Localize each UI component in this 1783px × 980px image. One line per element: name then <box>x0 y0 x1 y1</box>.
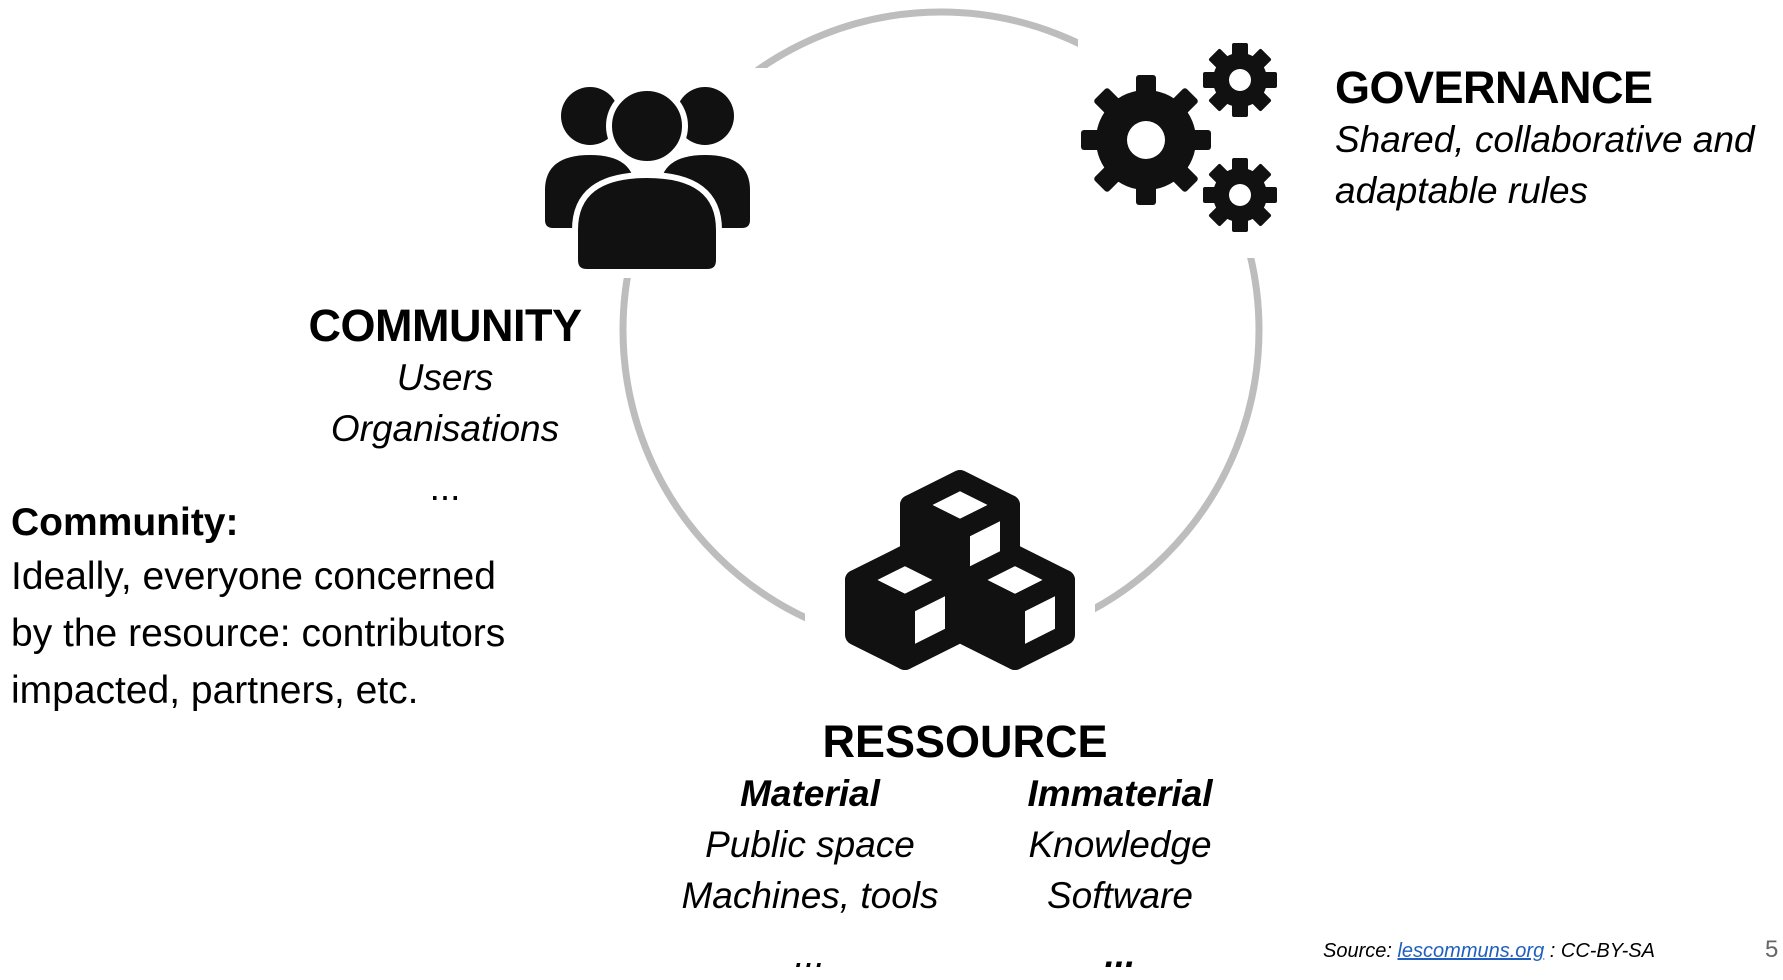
gears-icon <box>1081 43 1277 232</box>
community-title: COMMUNITY <box>308 300 582 351</box>
definition-heading: Community: <box>11 501 239 544</box>
definition-line: Ideally, everyone concerned <box>11 555 496 598</box>
resource-immaterial-column: Immaterial Knowledge Software ... <box>975 768 1265 980</box>
community-label: COMMUNITY Users Organisations ... <box>255 300 635 513</box>
resource-material-item: Machines, tools <box>681 875 939 916</box>
resource-material-column: Material Public space Machines, tools ..… <box>655 768 965 980</box>
people-group-icon <box>545 85 750 275</box>
community-item: Organisations <box>330 408 560 449</box>
community-item: ... <box>429 467 461 508</box>
resource-immaterial-item: Software <box>1046 875 1193 916</box>
page-number: 5 <box>1765 936 1779 963</box>
definition-line: by the resource: contributors <box>11 612 506 655</box>
governance-line: adaptable rules <box>1335 170 1589 211</box>
source-prefix: Source: <box>1323 940 1398 962</box>
source-suffix: : CC-BY-SA <box>1544 940 1655 962</box>
resource-immaterial-item: Knowledge <box>1028 824 1212 865</box>
resource-material-item: Public space <box>705 824 915 865</box>
cubes-icon <box>845 470 1075 670</box>
governance-line: Shared, collaborative and <box>1335 119 1755 160</box>
governance-title: GOVERNANCE <box>1335 62 1653 113</box>
resource-material-item: ... <box>794 934 826 975</box>
community-item: Users <box>396 357 494 398</box>
community-definition: Community: Ideally, everyone concerned b… <box>11 498 611 719</box>
resource-material-heading: Material <box>740 773 880 814</box>
definition-line: impacted, partners, etc. <box>11 669 419 712</box>
resource-immaterial-item: ... <box>1104 934 1136 975</box>
governance-label: GOVERNANCE Shared, collaborative and ada… <box>1335 62 1775 216</box>
resource-title: RESSOURCE <box>822 716 1108 767</box>
resource-immaterial-heading: Immaterial <box>1027 773 1213 814</box>
source-credit: Source: lescommuns.org : CC-BY-SA <box>1323 940 1655 963</box>
source-link[interactable]: lescommuns.org <box>1397 940 1545 962</box>
